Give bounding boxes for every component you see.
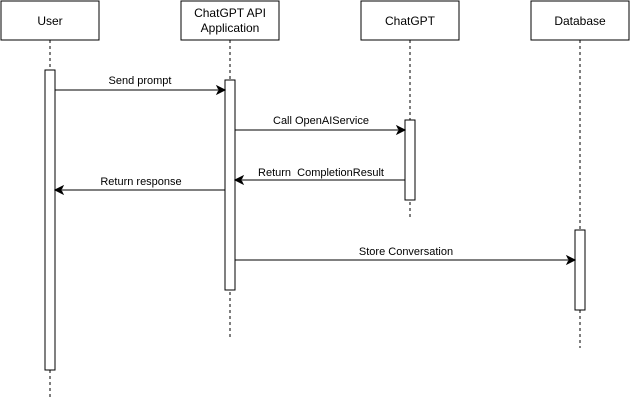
- participant-app-label-line-2: Application: [201, 21, 260, 35]
- activation-database[interactable]: [574, 229, 586, 311]
- arrow-left-icon: [233, 174, 245, 186]
- message-return-completion-result-label: Return CompletionResult: [258, 167, 384, 179]
- participant-user[interactable]: User: [0, 0, 100, 41]
- message-call-openai-service[interactable]: Call OpenAIService: [235, 115, 407, 136]
- activation-user[interactable]: [44, 69, 56, 371]
- arrow-right-icon: [565, 254, 577, 266]
- participant-database-label: Database: [554, 14, 606, 28]
- message-send-prompt[interactable]: Send prompt: [55, 75, 227, 96]
- message-call-openai-service-label: Call OpenAIService: [273, 115, 369, 127]
- participant-chatgpt-label: ChatGPT: [385, 14, 436, 28]
- participant-user-label: User: [37, 14, 62, 28]
- message-store-conversation-label: Store Conversation: [359, 246, 453, 258]
- message-return-response-label: Return response: [100, 176, 181, 188]
- arrow-left-icon: [53, 184, 65, 196]
- activation-chatgpt[interactable]: [404, 119, 416, 201]
- participant-chatgpt[interactable]: ChatGPT: [360, 0, 460, 41]
- arrow-right-icon: [215, 84, 227, 96]
- participant-app[interactable]: ChatGPT API Application: [180, 0, 280, 41]
- message-send-prompt-label: Send prompt: [109, 75, 172, 87]
- arrow-right-icon: [395, 124, 407, 136]
- participant-app-label-line-1: ChatGPT API: [194, 6, 266, 20]
- message-return-completion-result[interactable]: Return CompletionResult: [233, 167, 405, 186]
- message-return-response[interactable]: Return response: [53, 176, 225, 196]
- message-store-conversation[interactable]: Store Conversation: [235, 246, 577, 266]
- activation-app[interactable]: [224, 79, 236, 291]
- participant-database[interactable]: Database: [530, 0, 630, 41]
